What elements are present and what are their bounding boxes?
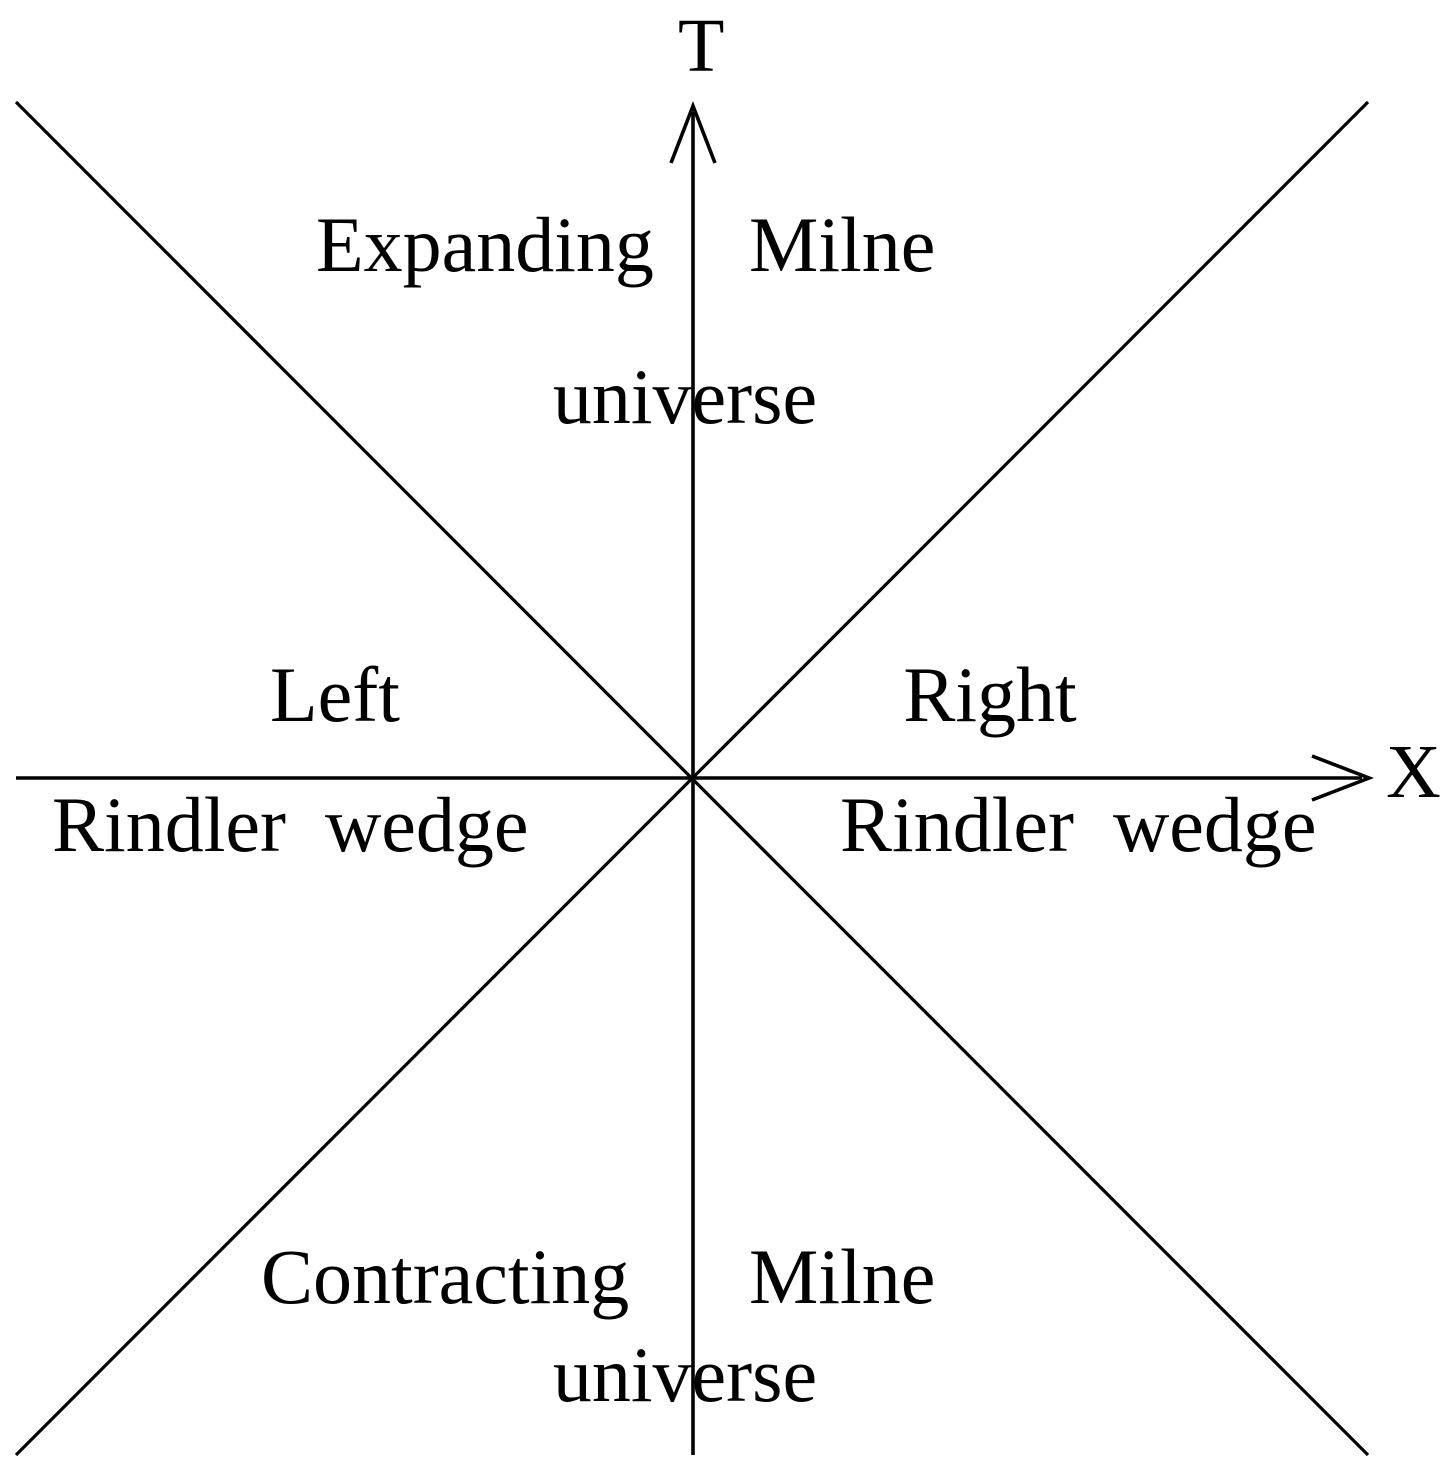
region-label-right-rindler-wedge: Rindler wedge [840, 781, 1317, 868]
x-axis-arrowhead-icon [1311, 754, 1374, 802]
region-label-universe-bottom: universe [552, 1331, 818, 1418]
region-label-left: Left [270, 651, 400, 738]
region-label-milne-top: Milne [749, 201, 936, 288]
region-label-contracting: Contracting [261, 1233, 630, 1320]
region-label-universe-top: universe [552, 353, 818, 440]
region-label-left-rindler-wedge: Rindler wedge [52, 781, 529, 868]
x-axis-label: X [1386, 730, 1441, 814]
t-axis-arrowhead-icon [669, 101, 717, 164]
region-label-expanding: Expanding [316, 201, 654, 288]
region-label-milne-bottom: Milne [749, 1233, 936, 1320]
region-label-right: Right [903, 651, 1077, 738]
t-axis-label: T [678, 4, 725, 88]
